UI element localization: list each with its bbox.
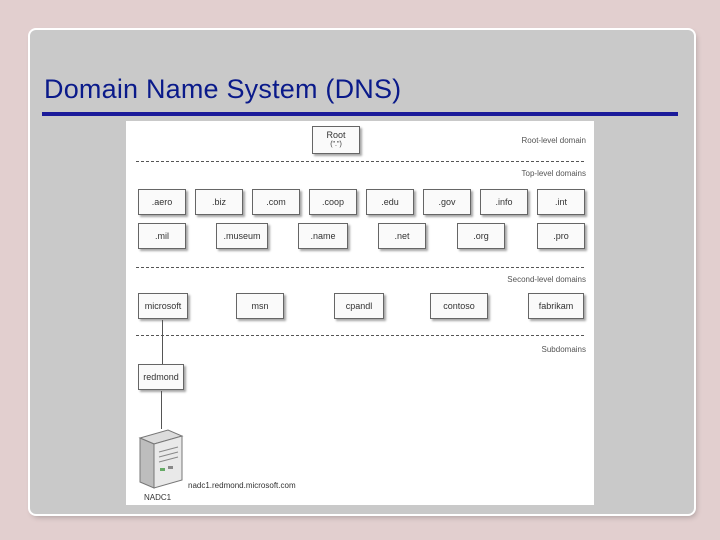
slide: Domain Name System (DNS) Root (".") Root… <box>30 30 694 514</box>
tld-int: .int <box>537 189 585 215</box>
divider-top <box>136 267 584 268</box>
title-underline <box>42 112 678 116</box>
connector-microsoft-redmond <box>162 320 163 364</box>
slide-title: Domain Name System (DNS) <box>44 74 402 104</box>
dns-hierarchy-diagram: Root (".") Root-level domain Top-level d… <box>126 121 594 505</box>
sld-msn: msn <box>236 293 284 319</box>
connector-redmond-server <box>161 391 162 429</box>
server-icon <box>138 429 184 489</box>
subdomain-redmond: redmond <box>138 364 184 390</box>
server-name: NADC1 <box>144 493 172 502</box>
sld-cpandl: cpandl <box>334 293 384 319</box>
tld-org: .org <box>457 223 505 249</box>
tld-edu: .edu <box>366 189 414 215</box>
level-label-sub: Subdomains <box>541 345 586 354</box>
root-node-label: Root <box>326 130 346 140</box>
level-label-second: Second-level domains <box>507 275 586 284</box>
tld-biz: .biz <box>195 189 243 215</box>
tld-info: .info <box>480 189 528 215</box>
tld-gov: .gov <box>423 189 471 215</box>
tld-museum: .museum <box>216 223 268 249</box>
level-label-root: Root-level domain <box>521 136 586 145</box>
tld-pro: .pro <box>537 223 585 249</box>
server-fqdn: nadc1.redmond.microsoft.com <box>188 481 296 490</box>
divider-second <box>136 335 584 336</box>
tld-aero: .aero <box>138 189 186 215</box>
tld-com: .com <box>252 189 300 215</box>
tld-net: .net <box>378 223 426 249</box>
tld-mil: .mil <box>138 223 186 249</box>
tld-name: .name <box>298 223 348 249</box>
sld-contoso: contoso <box>430 293 488 319</box>
tld-coop: .coop <box>309 189 357 215</box>
sld-microsoft: microsoft <box>138 293 188 319</box>
divider-root <box>136 161 584 162</box>
sld-fabrikam: fabrikam <box>528 293 584 319</box>
root-node-sublabel: (".") <box>330 141 342 148</box>
level-label-top: Top-level domains <box>521 169 586 178</box>
root-node: Root (".") <box>312 126 360 154</box>
